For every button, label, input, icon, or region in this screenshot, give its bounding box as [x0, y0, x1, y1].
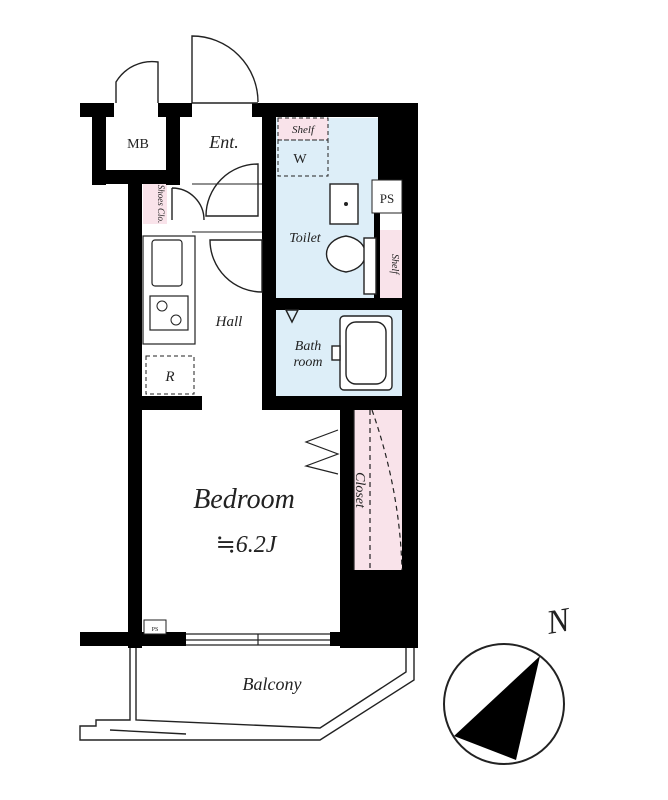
shelf-side-label: Shelf — [389, 254, 400, 275]
ps-box — [371, 179, 403, 214]
closet-label: Closet — [352, 472, 367, 509]
hall-label: Hall — [215, 314, 243, 330]
shoes-closet-label: Shoes Clo. — [156, 185, 166, 224]
small-ps-box — [143, 619, 167, 635]
balcony-label: Balcony — [243, 674, 302, 694]
mb-label: MB — [127, 137, 149, 152]
toilet-area-fill — [276, 118, 378, 298]
bedroom-label: Bedroom — [193, 484, 295, 515]
compass-needle-icon — [454, 656, 540, 760]
toilet-label: Toilet — [289, 231, 321, 246]
shelf-side-fill — [378, 230, 402, 298]
toilet-bowl-icon — [326, 235, 377, 295]
bathroom-label-line1: Bath — [295, 339, 321, 354]
washer-label: W — [293, 152, 307, 167]
bedroom-area-label: ≒6.2J — [216, 532, 278, 558]
washer-space — [277, 139, 329, 177]
shelf-top — [277, 117, 329, 141]
small-ps-label: PS — [152, 627, 159, 633]
entrance-label: Ent. — [208, 132, 239, 152]
stove-burner-icon — [170, 314, 182, 326]
bedroom-window — [186, 633, 330, 646]
compass: N — [443, 601, 575, 765]
shoes-closet-fill — [143, 184, 167, 224]
bathroom-label-line2: room — [293, 355, 322, 370]
refrigerator-label: R — [164, 369, 174, 385]
shelf-top-label: Shelf — [292, 124, 316, 136]
bathtub-icon — [331, 315, 393, 391]
north-label: N — [543, 601, 575, 642]
folding-door-icon — [303, 429, 340, 475]
shelf-top-fill — [278, 118, 328, 140]
balcony-outline — [79, 648, 415, 741]
kitchen-counter — [142, 235, 196, 345]
stove-burner-icon — [156, 300, 168, 312]
closet-door-lines — [353, 409, 403, 571]
doors — [115, 35, 300, 324]
refrigerator-space — [145, 355, 195, 395]
ps-label: PS — [380, 191, 394, 206]
